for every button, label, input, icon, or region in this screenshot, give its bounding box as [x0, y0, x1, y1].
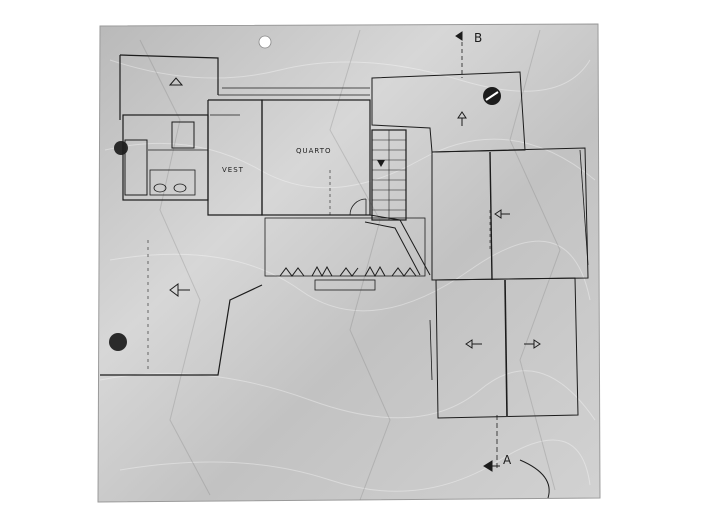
lower-left-terrace: [100, 284, 263, 376]
section-marker-b-icon: [455, 31, 463, 41]
right-lower-room: [435, 277, 579, 419]
courtyard: [264, 217, 426, 277]
courtyard-plants: [279, 265, 417, 291]
section-marker-a: A: [503, 453, 512, 467]
punch-hole-lower-left: [109, 333, 127, 351]
paper-sheet: [97, 23, 601, 503]
section-marker-a-icon: [483, 460, 500, 472]
right-upper-room: [431, 147, 589, 281]
section-marker-b: B: [474, 31, 482, 45]
slope-arrows: [168, 77, 541, 349]
punch-hole-top: [258, 35, 272, 49]
room-label-vest: VEST: [222, 166, 244, 174]
left-terrace-outline: [119, 54, 219, 95]
quarto-room: [261, 99, 371, 216]
punch-hole-left: [114, 141, 128, 155]
room-label-quarto: QUARTO: [296, 147, 332, 155]
